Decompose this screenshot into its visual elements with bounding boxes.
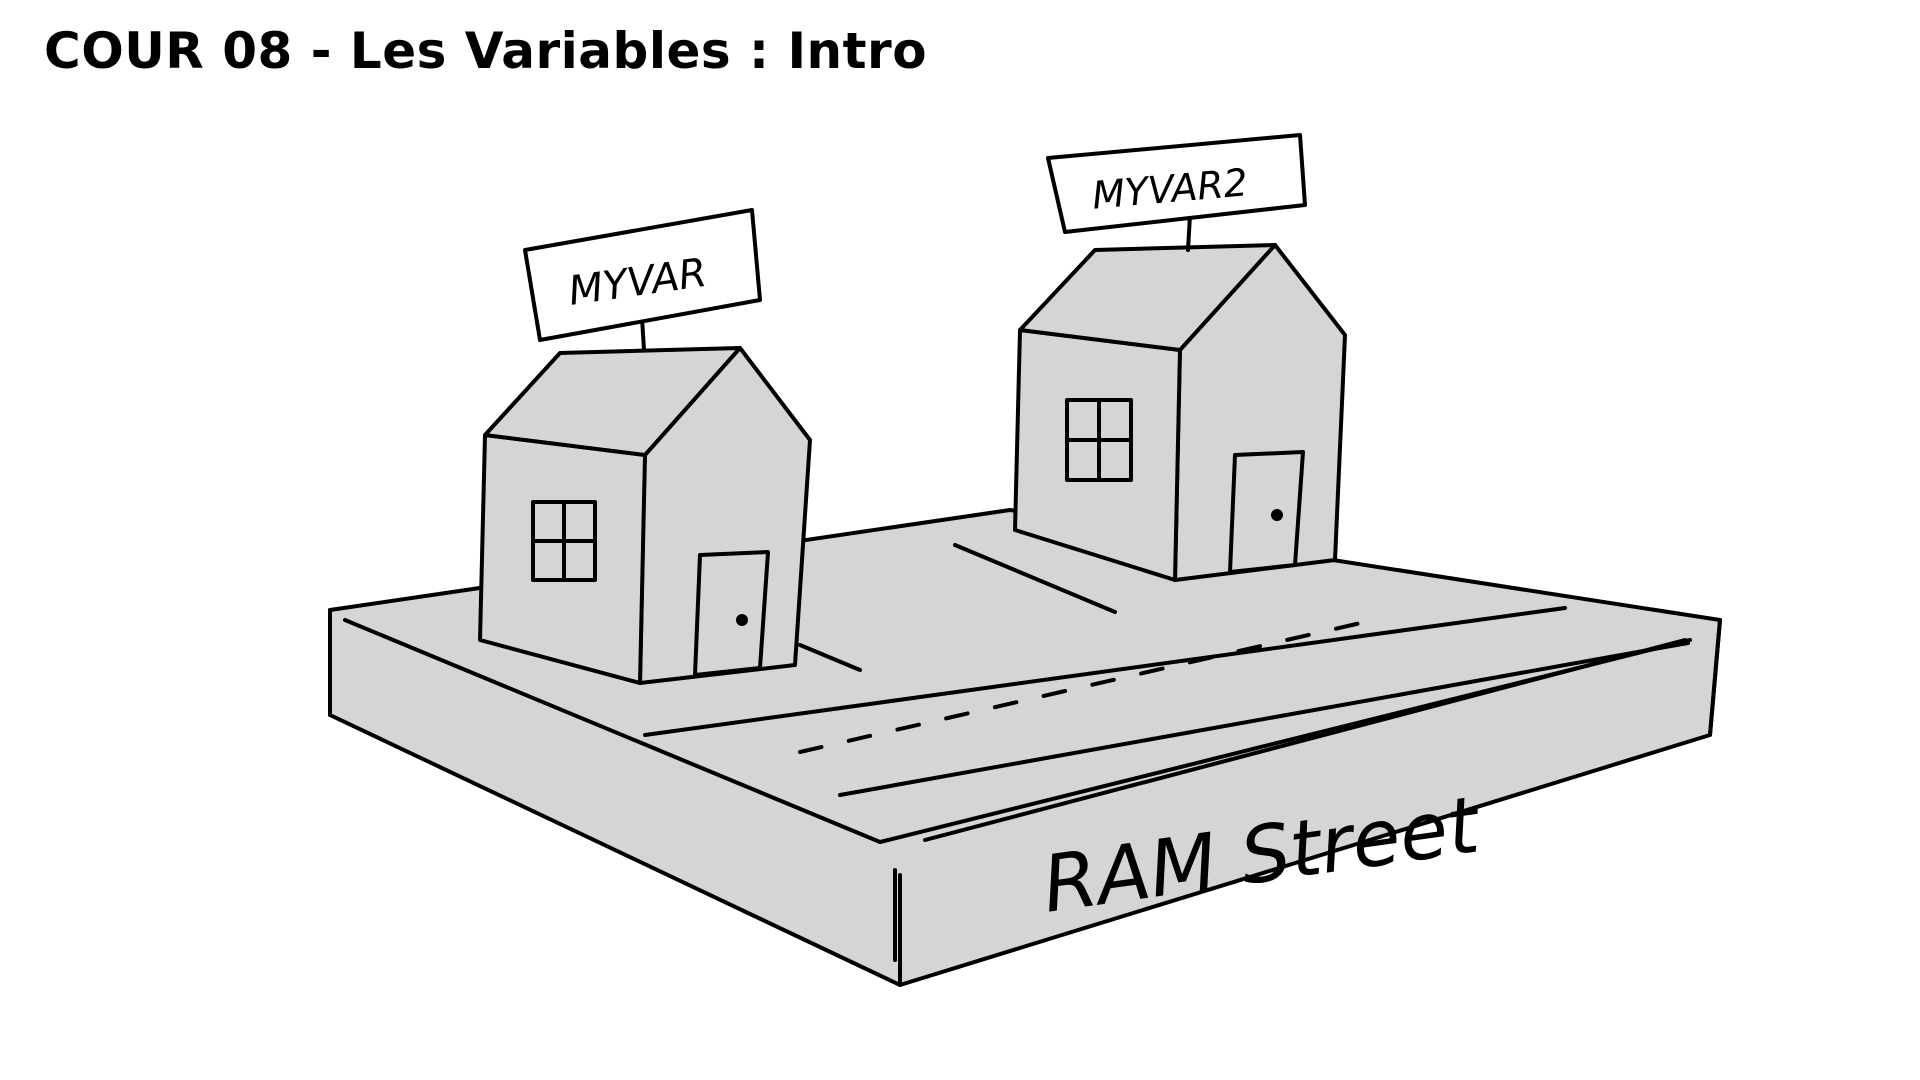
curb-line [953, 543, 1117, 614]
door-icon [693, 550, 770, 677]
curb-line [798, 643, 862, 672]
road-edge-line [838, 641, 1690, 797]
sign-board-myvar2 [1046, 133, 1307, 234]
platform-top-edge [343, 618, 1692, 844]
house-myvar [478, 208, 812, 685]
door-icon [1228, 450, 1305, 574]
platform-front-face [328, 608, 1722, 987]
sign-post [1186, 213, 1192, 252]
house-roof [1018, 243, 1277, 352]
front-divider-line [923, 638, 1687, 842]
house-roof [483, 346, 742, 457]
road-edge-line [643, 606, 1567, 737]
house-myvar2 [1013, 133, 1347, 582]
page-title: COUR 08 - Les Variables : Intro [44, 22, 928, 80]
sign-board-myvar [523, 208, 762, 342]
